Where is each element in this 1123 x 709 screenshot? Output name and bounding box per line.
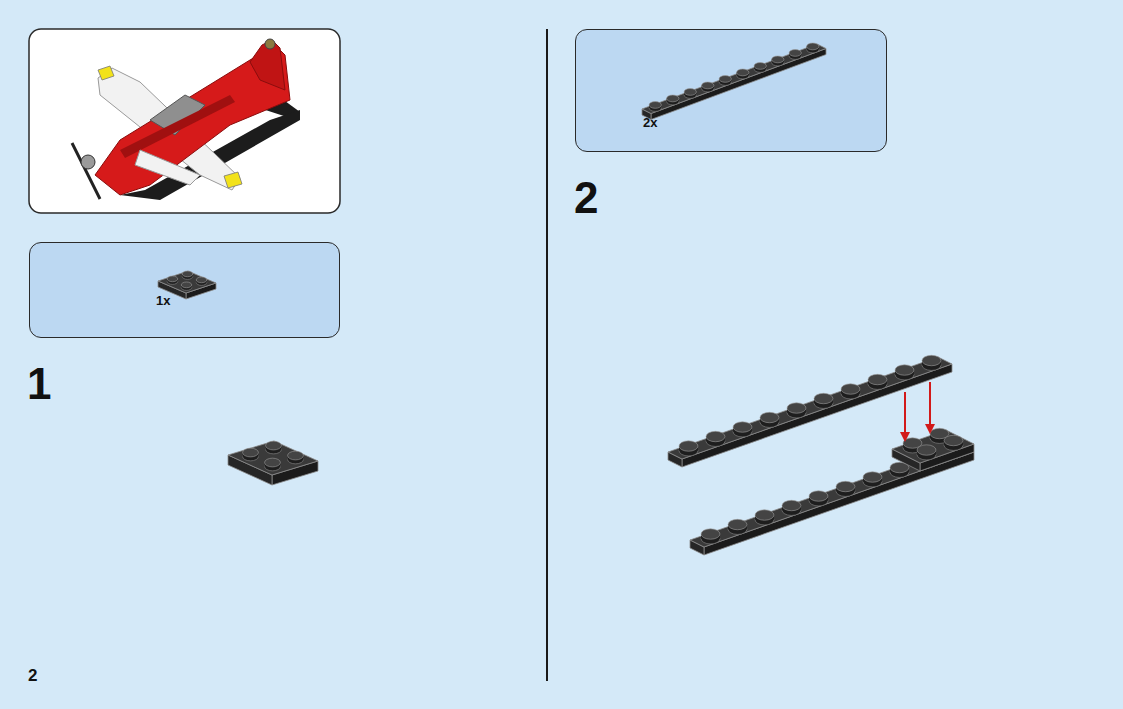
stud bbox=[288, 451, 304, 464]
parts-callout: 1x bbox=[29, 242, 340, 338]
stud bbox=[809, 491, 828, 506]
stud bbox=[702, 82, 714, 92]
stud bbox=[196, 277, 206, 285]
stud bbox=[922, 355, 941, 370]
step-1-plate bbox=[228, 441, 318, 485]
lego-plate bbox=[892, 428, 974, 471]
step-number: 1 bbox=[27, 362, 51, 406]
stud bbox=[266, 441, 282, 454]
stud bbox=[782, 500, 801, 515]
step-number: 2 bbox=[574, 176, 598, 220]
stud bbox=[755, 510, 774, 525]
stud bbox=[667, 95, 679, 105]
stud bbox=[684, 89, 696, 99]
stud bbox=[895, 365, 914, 380]
column-divider bbox=[546, 29, 548, 681]
stud bbox=[181, 282, 191, 290]
part-image bbox=[576, 30, 888, 153]
stud bbox=[754, 63, 766, 73]
stud bbox=[868, 374, 887, 389]
lego-plate bbox=[690, 443, 974, 555]
stud bbox=[787, 403, 806, 418]
stud bbox=[733, 422, 752, 437]
part-count: 2x bbox=[643, 115, 657, 130]
lego-plate bbox=[642, 43, 826, 119]
stud bbox=[917, 445, 936, 460]
stud bbox=[719, 76, 731, 86]
stud bbox=[182, 271, 192, 279]
stud bbox=[863, 472, 882, 487]
red-arrow bbox=[900, 392, 910, 442]
preview-box bbox=[29, 29, 340, 213]
stud bbox=[737, 69, 749, 79]
red-arrow bbox=[925, 382, 935, 434]
stud bbox=[679, 441, 698, 456]
stud bbox=[944, 435, 963, 450]
stud bbox=[841, 384, 860, 399]
stud bbox=[243, 448, 259, 461]
stud bbox=[772, 56, 784, 66]
stud bbox=[701, 529, 720, 544]
stud bbox=[728, 519, 747, 534]
lego-plate bbox=[668, 355, 952, 467]
parts-callout: 2x bbox=[575, 29, 887, 152]
stud bbox=[265, 458, 281, 471]
stud bbox=[649, 102, 661, 112]
stud bbox=[167, 276, 177, 284]
part-image bbox=[30, 243, 341, 339]
airplane-preview bbox=[72, 39, 300, 200]
part-count: 1x bbox=[156, 293, 170, 308]
stud bbox=[706, 431, 725, 446]
step-2-assembly bbox=[668, 355, 974, 555]
page-number: 2 bbox=[28, 667, 37, 684]
stud bbox=[789, 50, 801, 60]
stud bbox=[807, 43, 819, 53]
stud bbox=[836, 481, 855, 496]
stud bbox=[890, 462, 909, 477]
stud bbox=[814, 393, 833, 408]
stud bbox=[760, 412, 779, 427]
lego-plate bbox=[228, 441, 318, 485]
